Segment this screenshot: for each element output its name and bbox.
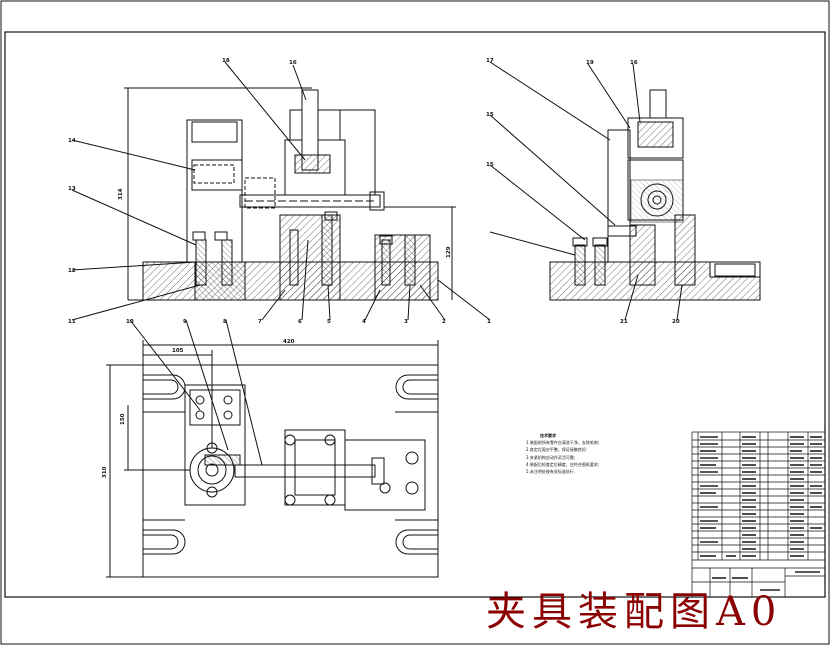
front-view xyxy=(71,61,491,321)
front-label-4: 13 xyxy=(68,186,76,192)
side-label-3: 15 xyxy=(486,112,494,118)
side-label-1: 17 xyxy=(486,58,494,64)
front-label-8: 6 xyxy=(298,319,302,325)
side-label-5: 15 xyxy=(486,162,494,168)
front-label-10: 4 xyxy=(362,319,366,325)
drawing-title-suffix: A0 xyxy=(716,589,783,635)
front-label-11: 3 xyxy=(404,319,408,325)
side-label-2: 19 xyxy=(586,60,594,66)
front-label-3: 14 xyxy=(68,138,76,144)
top-dim-150: 150 xyxy=(120,413,126,425)
technical-requirement-line: 5.未注明处按有关标准执行. xyxy=(526,469,576,475)
top-view xyxy=(106,319,439,578)
technical-requirement-line: 1.装配前所有零件应清洗干净，去除毛刺; xyxy=(526,440,600,446)
inner-border xyxy=(4,31,826,598)
front-label-5: 12 xyxy=(68,268,76,274)
top-dim-420: 420 xyxy=(283,339,295,345)
top-dim-310: 310 xyxy=(102,466,108,478)
technical-requirement-line: 2.各定位面应平整，保证接触良好; xyxy=(526,447,588,453)
parts-list-fill xyxy=(700,436,822,591)
parts-list-table xyxy=(691,431,826,598)
front-dim-129: 129 xyxy=(446,246,452,258)
top-label-2: 9 xyxy=(183,319,187,325)
front-label-9: 5 xyxy=(327,319,331,325)
front-label-2: 16 xyxy=(289,60,297,66)
side-label-6: 21 xyxy=(620,319,628,325)
side-label-4: 16 xyxy=(630,60,638,66)
side-view xyxy=(489,61,761,321)
front-label-1: 18 xyxy=(222,58,230,64)
side-label-7: 20 xyxy=(672,319,680,325)
technical-requirement-line: 4.装配后检查定位精度，应符合图纸要求; xyxy=(526,461,600,467)
technical-requirements-title: 技术要求 xyxy=(540,433,556,438)
front-label-6: 11 xyxy=(68,319,76,325)
front-label-13: 1 xyxy=(487,319,491,325)
front-dim-314: 314 xyxy=(118,188,124,200)
front-label-12: 2 xyxy=(442,319,446,325)
top-label-3: 8 xyxy=(223,319,227,325)
front-label-7: 7 xyxy=(258,319,262,325)
top-label-1: 10 xyxy=(126,319,134,325)
drawing-title-main: 夹具装配图 xyxy=(486,589,716,635)
technical-requirements: 技术要求 1.装配前所有零件应清洗干净，去除毛刺; 2.各定位面应平整，保证接触… xyxy=(526,432,666,475)
technical-requirement-line: 3.夹紧机构应动作灵活可靠; xyxy=(526,454,576,460)
drawing-title: 夹具装配图A0 xyxy=(486,588,782,636)
top-dim-105: 105 xyxy=(172,348,184,354)
